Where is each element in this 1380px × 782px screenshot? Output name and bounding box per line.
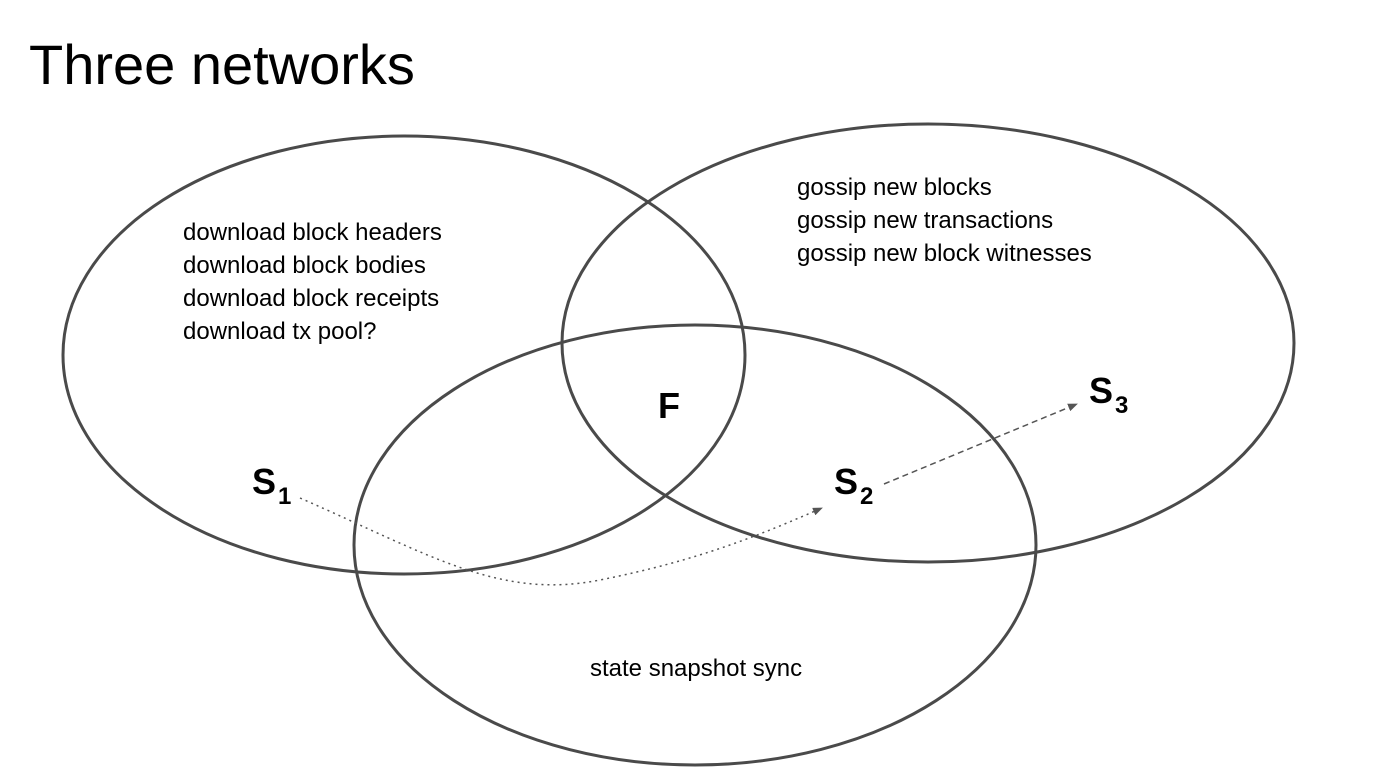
list-item: download tx pool? (183, 318, 377, 345)
network-download-ellipse (61, 134, 747, 576)
state-letter: S (252, 461, 277, 502)
list-item: gossip new transactions (797, 207, 1054, 234)
state-letter: S (1089, 370, 1114, 411)
gossip-network-list: gossip new blocks gossip new transaction… (797, 171, 1092, 270)
download-network-list: download block headers download block bo… (183, 216, 442, 348)
state-subscript: 1 (278, 483, 292, 510)
dotted-transition-arrow (299, 497, 823, 586)
center-node-f: F (658, 385, 680, 426)
snapshot-network-label: state snapshot sync (590, 655, 803, 682)
list-item: gossip new block witnesses (797, 240, 1092, 267)
slide-title: Three networks (29, 33, 415, 96)
state-letter: S (834, 461, 859, 502)
state-node-s1: S1 (252, 462, 291, 517)
state-node-s3: S3 (1089, 371, 1128, 426)
list-item: download block headers (183, 219, 442, 246)
state-node-s2: S2 (834, 462, 873, 517)
list-item: download block bodies (183, 252, 426, 279)
state-subscript: 3 (1115, 392, 1129, 419)
dashed-transition-arrow (883, 403, 1078, 485)
list-item: download block receipts (183, 285, 440, 312)
state-subscript: 2 (860, 483, 874, 510)
list-item: gossip new blocks (797, 174, 992, 201)
network-snapshot-ellipse (352, 323, 1038, 767)
